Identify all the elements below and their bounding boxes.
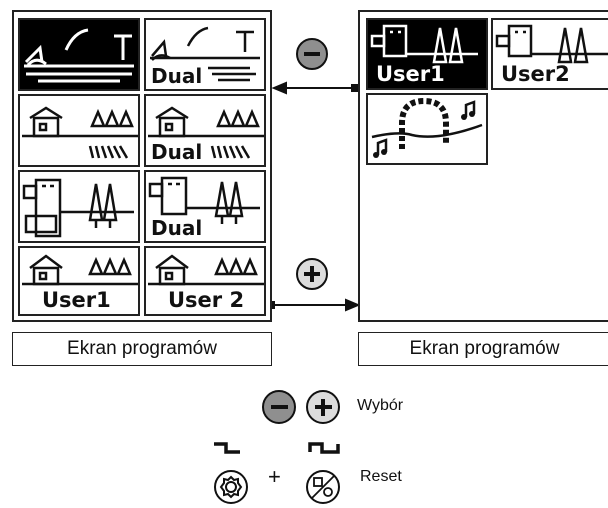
minus-icon	[304, 52, 320, 56]
tower-trees-icon	[22, 178, 134, 238]
beach-icon	[150, 26, 260, 82]
tower-trees-icon	[370, 24, 478, 64]
minus-icon	[270, 405, 288, 409]
house-field-icon	[148, 106, 264, 159]
program-tile-user2[interactable]: User2	[491, 18, 608, 90]
reset-label: Reset	[360, 468, 402, 485]
program-tile-house-field-dual[interactable]: Dual	[144, 94, 266, 167]
minus-arrow-head	[271, 81, 287, 95]
tile-label: Dual	[151, 216, 203, 240]
legend-minus-button	[262, 390, 296, 424]
plus-icon-v	[310, 266, 314, 282]
plus-icon-v	[321, 398, 325, 416]
tile-label: Dual	[151, 64, 203, 88]
tile-label: User1	[42, 288, 111, 312]
house-field-icon	[22, 106, 138, 159]
tile-label: Dual	[151, 140, 203, 164]
program-tile-tower[interactable]	[18, 170, 140, 243]
program-tile-music-loop[interactable]	[366, 93, 488, 165]
program-tile-tower-dual[interactable]: Dual	[144, 170, 266, 243]
tile-label: User1	[376, 62, 445, 86]
program-tile-user1[interactable]: User1	[18, 246, 140, 316]
tower-trees-icon	[495, 24, 608, 64]
house-trees-icon	[22, 254, 138, 286]
left-knob-button	[214, 470, 248, 504]
program-select-icon	[311, 475, 335, 499]
left-screen-caption: Ekran programów	[12, 332, 272, 366]
plus-sign: +	[268, 464, 281, 489]
right-screen-caption: Ekran programów	[358, 332, 608, 366]
tile-label: User 2	[168, 288, 245, 312]
minus-button[interactable]	[296, 38, 328, 70]
legend-plus-button	[306, 390, 340, 424]
select-label: Wybór	[357, 397, 404, 414]
right-knob-button	[306, 470, 340, 504]
program-tile-beach[interactable]	[18, 18, 140, 91]
tower-trees-icon	[148, 176, 260, 224]
house-trees-icon	[148, 254, 264, 286]
program-tile-house-field[interactable]	[18, 94, 140, 167]
plus-arrow-head	[345, 298, 361, 312]
tile-label: User2	[501, 62, 570, 86]
plus-button[interactable]	[296, 258, 328, 290]
program-tile-user2[interactable]: User 2	[144, 246, 266, 316]
program-tile-beach-dual[interactable]: Dual	[144, 18, 266, 91]
music-loop-icon	[371, 97, 483, 158]
program-tile-user1[interactable]: User1	[366, 18, 488, 90]
gear-icon	[219, 475, 243, 499]
beach-icon	[24, 28, 134, 83]
